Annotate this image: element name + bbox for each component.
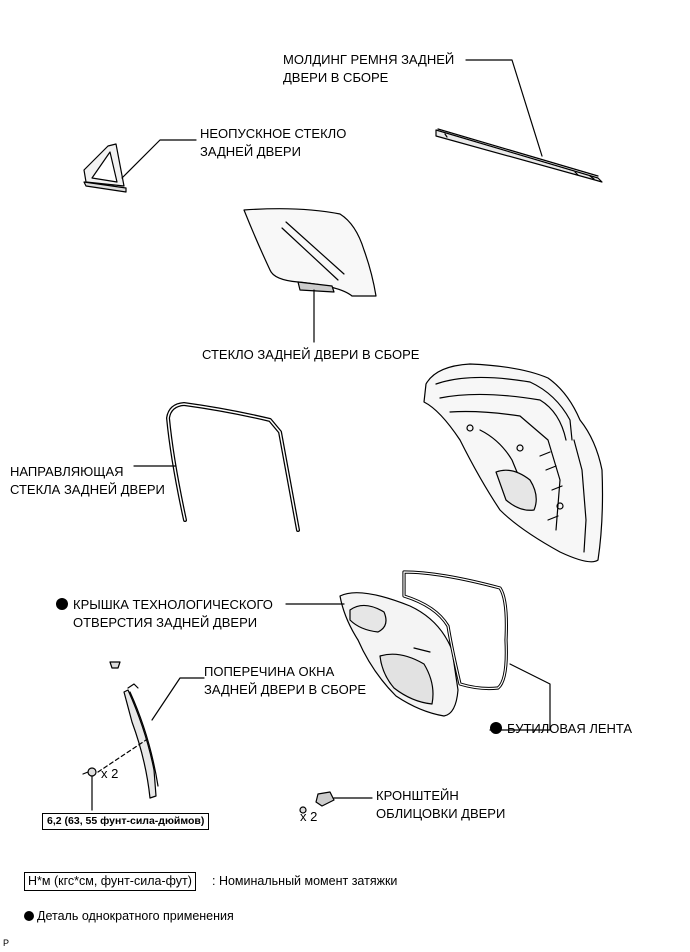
legend-torque-desc: : Номинальный момент затяжки [212,874,398,888]
quarter-glass-label-line1: НЕОПУСКНОЕ СТЕКЛО [200,126,347,141]
door-glass-label: СТЕКЛО ЗАДНЕЙ ДВЕРИ В СБОРЕ [202,347,420,362]
quarter-glass-label: НЕОПУСКНОЕ СТЕКЛО ЗАДНЕЙ ДВЕРИ [200,125,346,161]
division-bar-screw-quantity: x 2 [101,766,119,781]
door-trim-bracket-label: КРОНШТЕЙН ОБЛИЦОВКИ ДВЕРИ [376,787,505,823]
quarter-glass-leader [121,139,197,179]
legend-non-reusable: Деталь однократного применения [24,908,234,925]
division-bar-screw-bottom [82,767,97,777]
butyl-tape-label: БУТИЛОВАЯ ЛЕНТА [490,720,632,738]
corner-mark: P [3,938,10,948]
quarter-glass-label-line2: ЗАДНЕЙ ДВЕРИ [200,144,301,159]
glass-run-part [166,402,300,532]
division-bar-screw-top [109,661,121,669]
belt-molding-label-line2: ДВЕРИ В СБОРЕ [283,70,389,85]
service-hole-cover-part [339,592,459,717]
non-reusable-bullet-icon [24,911,34,921]
butyl-tape-part [402,570,508,691]
division-bar-leader [151,677,205,721]
belt-molding-part [435,128,603,183]
belt-molding-leader [465,59,543,157]
butyl-tape-label-text: БУТИЛОВАЯ ЛЕНТА [507,721,633,736]
bracket-screw-quantity: x 2 [300,809,318,824]
torque-spec-box: 6,2 (63, 55 фунт-сила-дюймов) [42,813,210,830]
door-trim-bracket-part [299,791,335,814]
non-reusable-bullet-icon [490,722,502,734]
rear-door-panel-part [423,363,604,563]
belt-molding-label-line1: МОЛДИНГ РЕМНЯ ЗАДНЕЙ [283,52,455,67]
legend-torque-unit-box: Н*м (кгс*см, фунт-сила-фут) [24,872,196,891]
door-trim-bracket-label-line1: КРОНШТЕЙН [376,788,459,803]
division-bar-label: ПОПЕРЕЧИНА ОКНА ЗАДНЕЙ ДВЕРИ В СБОРЕ [204,663,366,699]
screw-dashed-line [97,739,147,773]
butyl-tape-leader [489,663,551,731]
glass-run-label-line1: НАПРАВЛЯЮЩАЯ [10,464,124,479]
service-hole-cover-label: КРЫШКА ТЕХНОЛОГИЧЕСКОГО ОТВЕРСТИЯ ЗАДНЕЙ… [56,596,273,632]
door-glass-part [243,208,377,297]
quarter-glass-part [83,143,127,193]
belt-molding-label: МОЛДИНГ РЕМНЯ ЗАДНЕЙ ДВЕРИ В СБОРЕ [283,51,454,87]
non-reusable-bullet-icon [56,598,68,610]
glass-run-label-line2: СТЕКЛА ЗАДНЕЙ ДВЕРИ [10,482,165,497]
glass-run-label: НАПРАВЛЯЮЩАЯ СТЕКЛА ЗАДНЕЙ ДВЕРИ [10,463,165,499]
division-bar-label-line2: ЗАДНЕЙ ДВЕРИ В СБОРЕ [204,682,367,697]
legend-non-reusable-text: Деталь однократного применения [37,909,234,923]
service-hole-cover-label-line1: КРЫШКА ТЕХНОЛОГИЧЕСКОГО [73,597,273,612]
door-trim-bracket-label-line2: ОБЛИЦОВКИ ДВЕРИ [376,806,506,821]
division-bar-label-line1: ПОПЕРЕЧИНА ОКНА [204,664,335,679]
division-bar-part [123,683,159,799]
service-hole-cover-label-line2: ОТВЕРСТИЯ ЗАДНЕЙ ДВЕРИ [73,615,258,630]
